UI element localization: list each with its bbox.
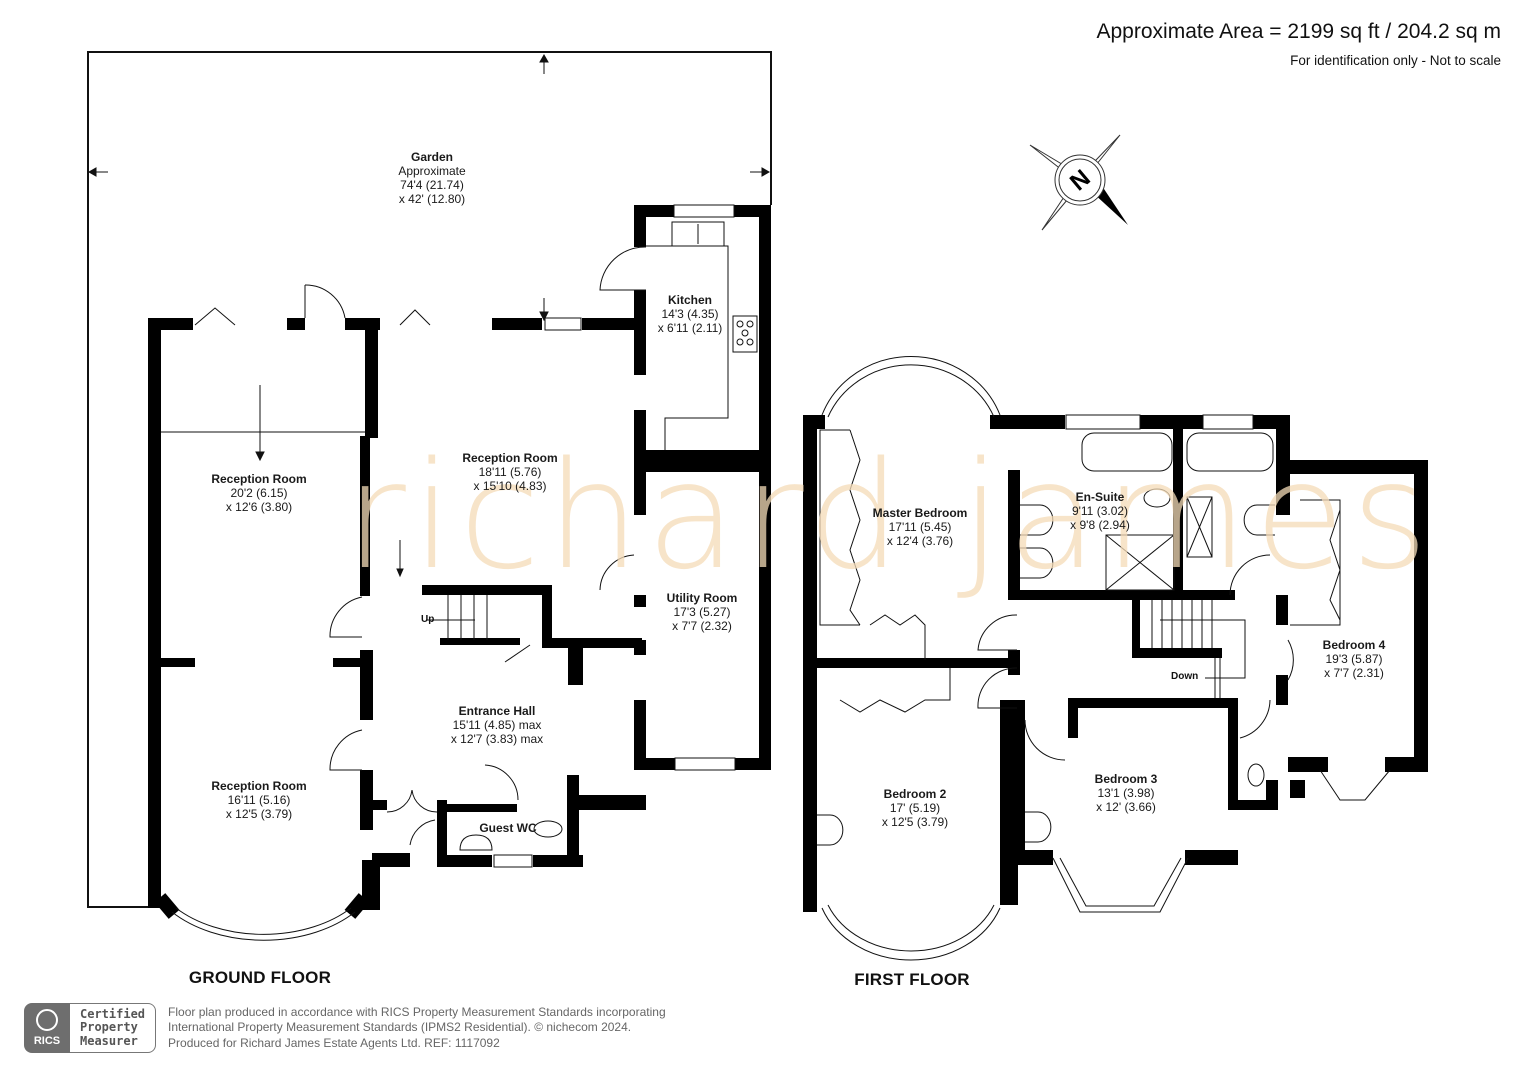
room-label-bedroom-3: Bedroom 3 13'1 (3.98) x 12' (3.66) (1094, 772, 1158, 814)
approximate-area-title: Approximate Area = 2199 sq ft / 204.2 sq… (1096, 20, 1502, 43)
footer-line: Produced for Richard James Estate Agents… (168, 1035, 500, 1050)
room-label-bedroom-2: Bedroom 2 17' (5.19) x 12'5 (3.79) (881, 787, 949, 829)
room-label-bedroom-4: Bedroom 4 19'3 (5.87) x 7'7 (2.31) (1322, 638, 1386, 680)
room-label-master-bedroom: Master Bedroom 17'11 (5.45) x 12'4 (3.76… (872, 506, 968, 548)
garden-boundary (87, 51, 772, 908)
room-label-reception-room-rear: Reception Room 20'2 (6.15) x 12'6 (3.80) (211, 472, 307, 514)
first-floor-details (817, 356, 1391, 961)
room-label-guest-wc: Guest WC (479, 821, 537, 835)
room-label-en-suite: En-Suite 9'11 (3.02) x 9'8 (2.94) (1070, 490, 1130, 532)
room-label-utility-room: Utility Room 17'3 (5.27) x 7'7 (2.32) (666, 591, 738, 633)
footer-line: Floor plan produced in accordance with R… (168, 1004, 666, 1019)
first-floor-walls (803, 415, 1428, 912)
ground-floor-details (161, 204, 758, 941)
first-floor-title: FIRST FLOOR (854, 970, 970, 989)
garden-dimension-arrows (87, 53, 771, 578)
rics-lion-icon (36, 1009, 58, 1031)
stairs-down-label: Down (1171, 671, 1199, 682)
ground-floor-title: GROUND FLOOR (188, 968, 332, 987)
footer: RICS Certified Property Measurer Floor p… (24, 1002, 666, 1054)
room-label-reception-room-front: Reception Room 16'11 (5.16) x 12'5 (3.79… (211, 779, 307, 821)
ground-floor-walls (148, 205, 771, 919)
stairs-up-label: Up (421, 614, 435, 625)
footer-line: International Property Measurement Stand… (168, 1020, 632, 1035)
rics-logo: RICS (24, 1003, 70, 1053)
room-label-reception-room-middle: Reception Room 18'11 (5.76) x 15'10 (4.8… (462, 451, 558, 493)
scale-disclaimer: For identification only - Not to scale (1290, 53, 1501, 68)
room-label-entrance-hall: Entrance Hall 15'11 (4.85) max x 12'7 (3… (450, 704, 544, 746)
room-label-kitchen: Kitchen 14'3 (4.35) x 6'11 (2.11) (657, 293, 723, 335)
footer-notes: Floor plan produced in accordance with R… (168, 1005, 666, 1052)
compass-north-icon: N (1029, 134, 1128, 231)
certified-property-measurer-badge: Certified Property Measurer (70, 1003, 157, 1053)
room-label-garden: Garden Approximate 74'4 (21.74) x 42' (1… (398, 150, 466, 206)
